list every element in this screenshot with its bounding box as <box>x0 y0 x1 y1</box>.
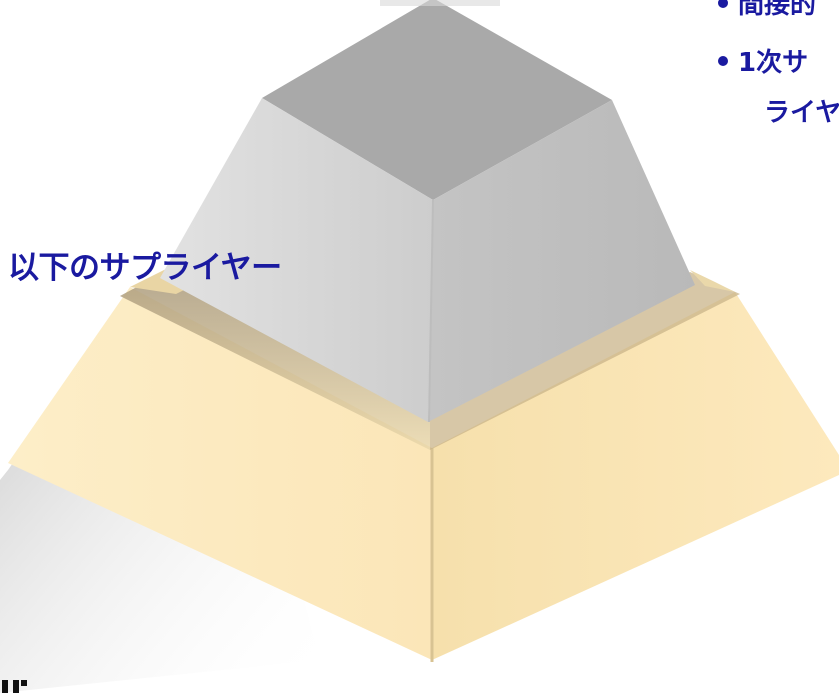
bullet-indirect: 間接的 <box>718 0 816 21</box>
corner-text-fragment <box>0 678 28 693</box>
bullet-dot <box>718 0 728 8</box>
top-shadow <box>380 0 500 6</box>
supplier-tier-label: 以下のサプライヤー <box>8 242 282 287</box>
bullet-tier1-text: 1次サ <box>738 48 808 78</box>
bullet-indirect-text: 間接的 <box>738 0 816 20</box>
bullet-tier1-continuation: ライヤ <box>764 92 839 129</box>
bullet-dot <box>718 56 728 66</box>
bullet-tier1: 1次サ <box>718 42 808 79</box>
